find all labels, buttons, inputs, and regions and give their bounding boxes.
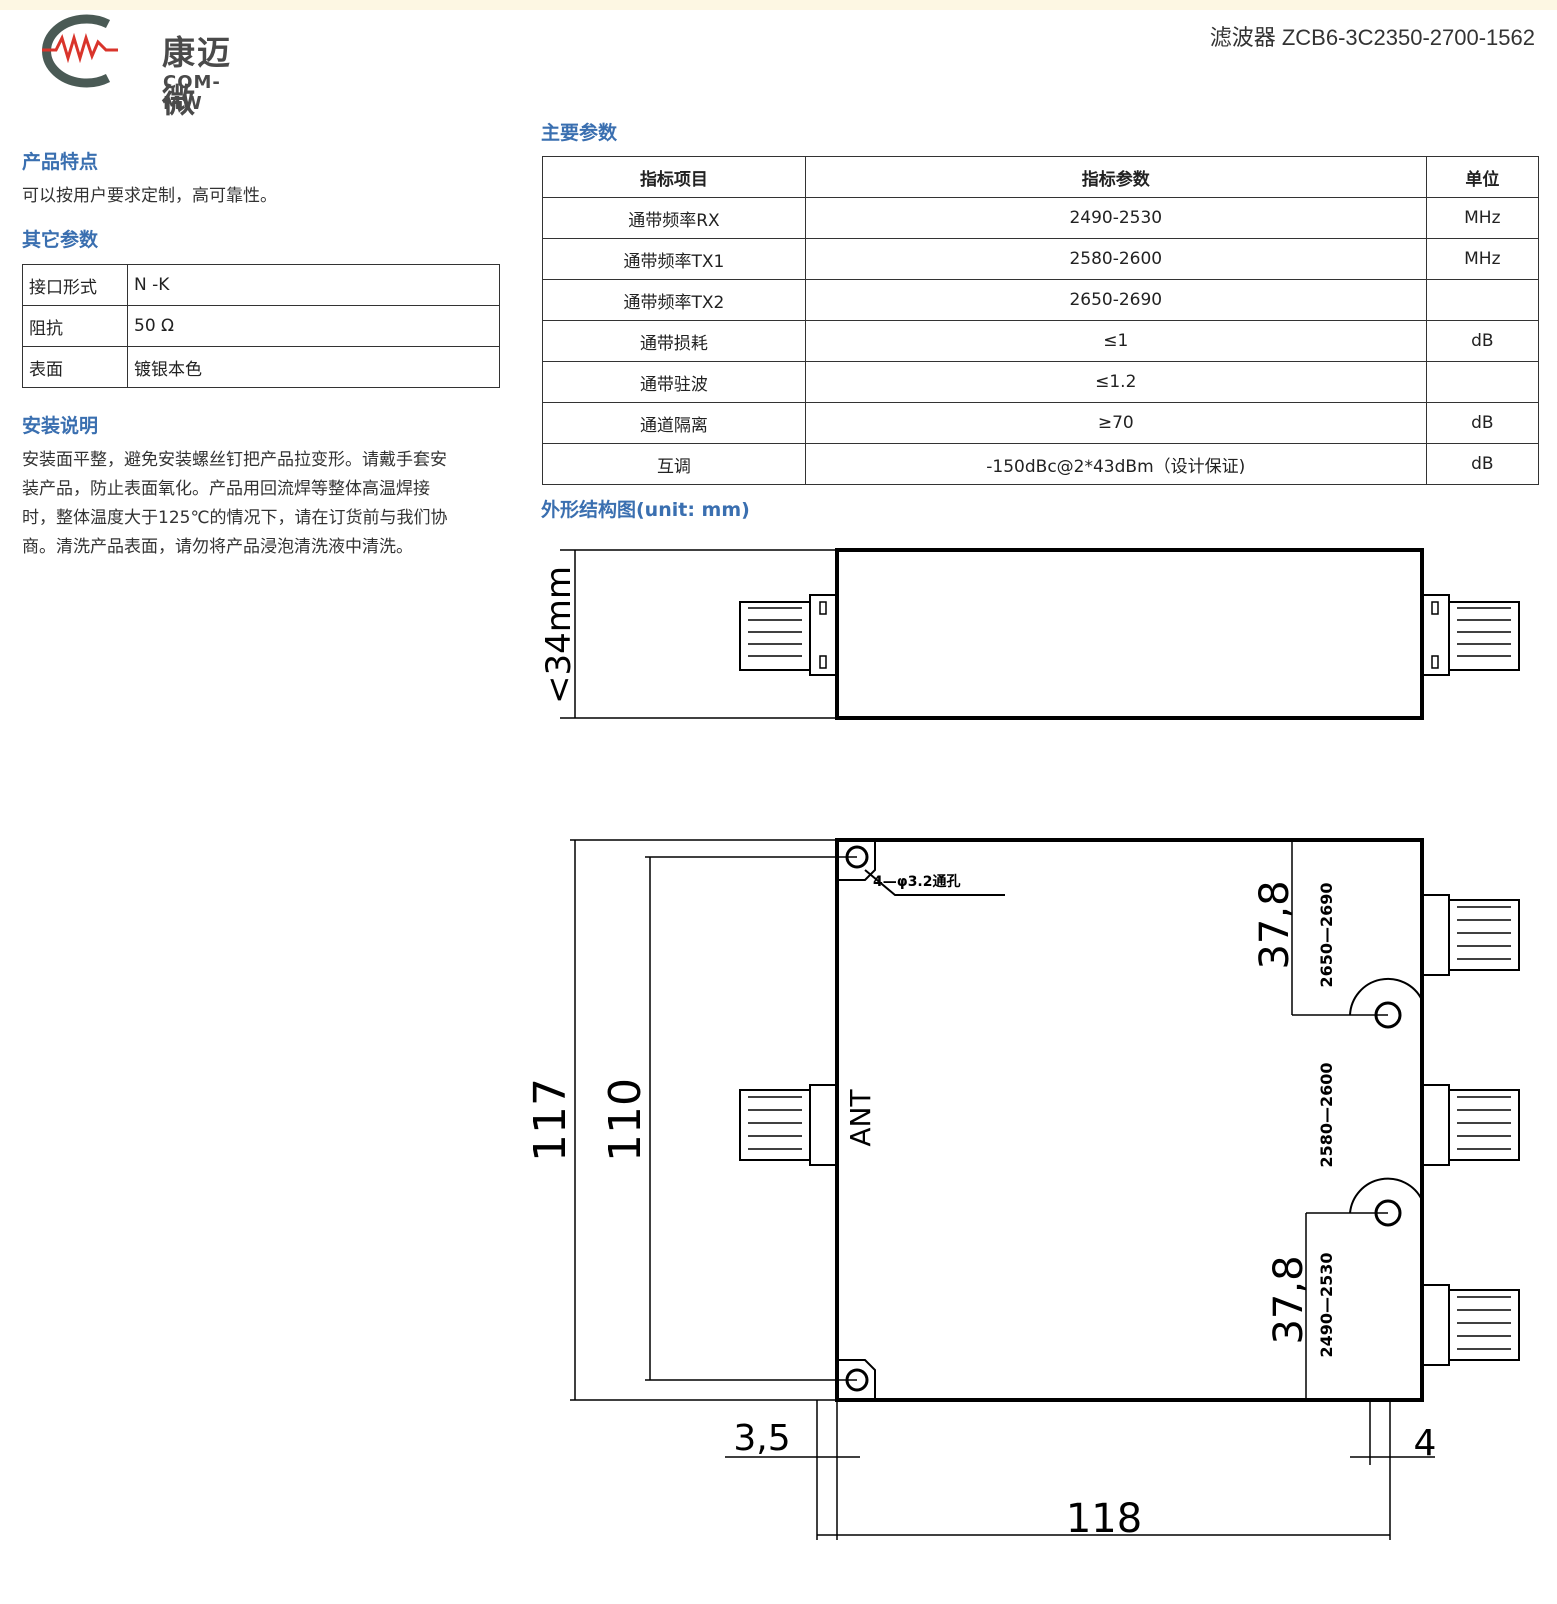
- cell-item: 通带频率TX1: [542, 238, 806, 280]
- install-line: 商。清洗产品表面，请勿将产品浸泡清洗液中清洗。: [22, 537, 413, 557]
- cell-unit: MHz: [1425, 197, 1540, 239]
- logo-icon: [42, 14, 118, 88]
- cell-item: 通带频率TX2: [542, 279, 806, 321]
- cell-unit: dB: [1425, 402, 1540, 444]
- cell-item: 通道隔离: [542, 402, 806, 444]
- install-line: 安装面平整，避免安装螺丝钉把产品拉变形。请戴手套安: [22, 450, 447, 470]
- cell-value: ≤1: [804, 320, 1427, 362]
- table-row: 通带频率RX 2490-2530 MHz: [542, 197, 1540, 239]
- document-title: 滤波器 ZCB6-3C2350-2700-1562: [1209, 25, 1535, 50]
- logo-text-en: COM-MW: [163, 72, 221, 114]
- dim-117: 117: [530, 1078, 576, 1162]
- cell-unit: MHz: [1425, 238, 1540, 280]
- param-value: N -K: [127, 264, 500, 306]
- connector-icon: [739, 594, 838, 676]
- drawing-heading: 外形结构图(unit: mm): [541, 499, 750, 521]
- param-value: 镀银本色: [127, 346, 500, 388]
- column-header: 指标参数: [804, 156, 1427, 198]
- top-banner-strip: [0, 0, 1557, 10]
- table-row: 通带频率TX1 2580-2600 MHz: [542, 238, 1540, 280]
- cell-item: 通带损耗: [542, 320, 806, 362]
- label-port-2580-2600: 2580—2600: [1317, 1062, 1336, 1167]
- dim-118: 118: [1066, 1496, 1142, 1542]
- features-heading: 产品特点: [22, 151, 99, 173]
- cell-value: 2580-2600: [804, 238, 1427, 280]
- label-hole: 4—φ3.2通孔: [873, 874, 961, 890]
- cell-item: 互调: [542, 443, 806, 485]
- logo-text-cn: 康迈微: [162, 33, 232, 120]
- install-text: 安装面平整，避免安装螺丝钉把产品拉变形。请戴手套安 装产品，防止表面氧化。产品用…: [22, 446, 448, 562]
- cell-value: 2650-2690: [804, 279, 1427, 321]
- cell-unit: dB: [1425, 443, 1540, 485]
- dim-37-8-bottom: 37,8: [1266, 1255, 1312, 1344]
- features-text: 可以按用户要求定制，高可靠性。: [22, 186, 277, 206]
- cell-value: ≤1.2: [804, 361, 1427, 403]
- param-key: 接口形式: [22, 264, 128, 306]
- cell-item: 通带驻波: [542, 361, 806, 403]
- other-params-table: 接口形式 N -K 阻抗 50 Ω 表面 镀银本色: [22, 264, 500, 388]
- connector-icon: [739, 1084, 838, 1166]
- table-row: 互调 -150dBc@2*43dBm（设计保证) dB: [542, 443, 1540, 485]
- dim-110: 110: [600, 1078, 651, 1162]
- cell-value: -150dBc@2*43dBm（设计保证): [804, 443, 1427, 485]
- cell-value: 2490-2530: [804, 197, 1427, 239]
- table-row: 阻抗 50 Ω: [22, 305, 500, 347]
- table-row: 通带驻波 ≤1.2: [542, 361, 1540, 403]
- top-view: [570, 838, 1520, 1540]
- install-heading: 安装说明: [22, 415, 99, 437]
- cell-unit: dB: [1425, 320, 1540, 362]
- table-row: 通带损耗 ≤1 dB: [542, 320, 1540, 362]
- side-view-body: [835, 548, 1424, 720]
- dim-37-8-top: 37,8: [1252, 880, 1298, 969]
- connector-icon: [1421, 1284, 1520, 1366]
- outline-drawing: <34mm 117 110 37,8 37,8 3,5 4 118 ANT 4—…: [530, 548, 1520, 1542]
- main-params-table: 指标项目 指标参数 单位 通带频率RX 2490-2530 MHz 通带频率TX…: [542, 156, 1540, 485]
- connector-icon: [1421, 1084, 1520, 1166]
- column-header: 指标项目: [542, 156, 806, 198]
- table-row: 通带频率TX2 2650-2690: [542, 279, 1540, 321]
- connector-icon: [1421, 594, 1520, 676]
- param-value: 50 Ω: [127, 305, 500, 347]
- table-row: 接口形式 N -K: [22, 264, 500, 306]
- label-port-2650-2690: 2650—2690: [1317, 882, 1336, 987]
- param-key: 表面: [22, 346, 128, 388]
- cell-unit: [1425, 279, 1540, 321]
- other-params-heading: 其它参数: [22, 229, 99, 251]
- column-header: 单位: [1425, 156, 1540, 198]
- table-row: 通道隔离 ≥70 dB: [542, 402, 1540, 444]
- connector-icon: [1421, 894, 1520, 976]
- label-ant: ANT: [844, 1089, 877, 1147]
- company-logo: 康迈微 COM-MW: [20, 12, 260, 120]
- install-line: 时，整体温度大于125℃的情况下，请在订货前与我们协: [22, 508, 448, 528]
- cell-unit: [1425, 361, 1540, 403]
- dim-side-height: <34mm: [539, 566, 579, 704]
- cell-value: ≥70: [804, 402, 1427, 444]
- main-params-heading: 主要参数: [541, 122, 618, 144]
- dim-4: 4: [1414, 1423, 1437, 1464]
- label-port-2490-2530: 2490—2530: [1317, 1252, 1336, 1357]
- cell-item: 通带频率RX: [542, 197, 806, 239]
- param-key: 阻抗: [22, 305, 128, 347]
- table-row: 表面 镀银本色: [22, 346, 500, 388]
- table-header-row: 指标项目 指标参数 单位: [542, 156, 1540, 198]
- install-line: 装产品，防止表面氧化。产品用回流焊等整体高温焊接: [22, 479, 430, 499]
- dim-3-5: 3,5: [733, 1418, 790, 1459]
- side-view: [560, 548, 1520, 720]
